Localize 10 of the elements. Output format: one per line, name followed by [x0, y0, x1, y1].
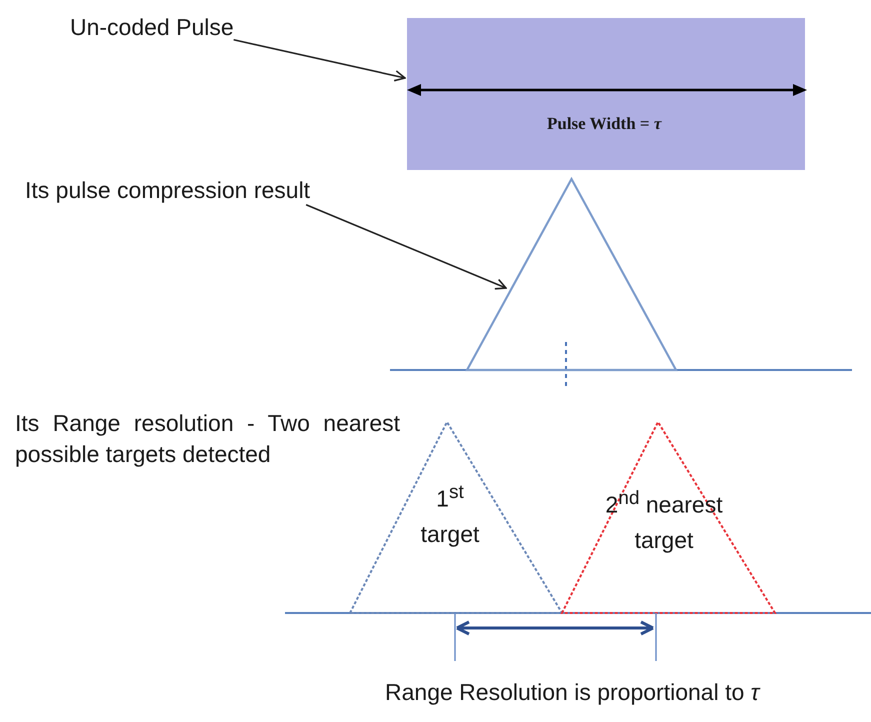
- target-label: 1$^{st}$ target: [420, 481, 480, 550]
- target-label: 2$^{nd}$ nearest target: [604, 487, 724, 556]
- leader-arrow: [233, 38, 406, 82]
- callout-text: Un-coded Pulse: [70, 13, 234, 42]
- caption-text: Its Range resolution - Two nearest possible targets detected: [15, 409, 400, 470]
- caption-text: Range Resolution is proportional to τ: [385, 678, 762, 707]
- callout-text: Its pulse compression result: [25, 176, 310, 205]
- pulse-rectangle: [407, 18, 805, 170]
- leader-arrow: [306, 204, 507, 290]
- pulse-width-label: Pulse Width = τ: [547, 114, 662, 134]
